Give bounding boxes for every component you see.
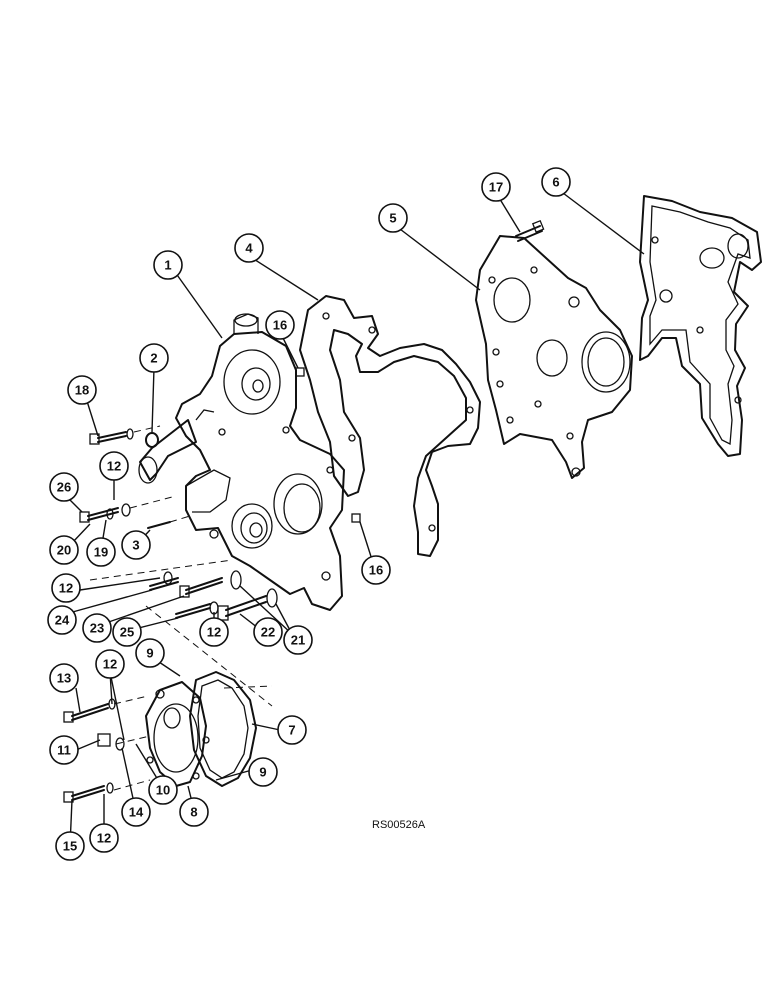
callout-17: 17	[481, 172, 511, 202]
svg-text:7: 7	[288, 723, 295, 738]
svg-text:22: 22	[261, 625, 275, 640]
svg-text:17: 17	[489, 180, 503, 195]
callout-8: 8	[179, 797, 209, 827]
callout-13: 13	[49, 663, 79, 693]
part-19-20-washers	[106, 503, 131, 520]
callout-26: 26	[49, 472, 79, 502]
svg-text:15: 15	[63, 839, 77, 854]
svg-text:23: 23	[90, 621, 104, 636]
assembly-line	[129, 495, 177, 509]
part-1-front-cover	[138, 313, 345, 611]
svg-text:9: 9	[259, 765, 266, 780]
callout-9-lower: 9	[248, 757, 278, 787]
svg-text:11: 11	[57, 743, 71, 758]
callout-16-lower: 16	[361, 555, 391, 585]
callout-3: 3	[121, 530, 151, 560]
callout-4: 4	[234, 233, 264, 263]
assembly-line	[223, 685, 273, 689]
callout-9-upper: 9	[135, 638, 165, 668]
svg-text:12: 12	[207, 625, 221, 640]
part-25-bolt	[175, 601, 219, 619]
callout-2: 2	[139, 343, 169, 373]
svg-text:16: 16	[369, 563, 383, 578]
svg-text:14: 14	[129, 805, 144, 820]
svg-text:21: 21	[291, 633, 305, 648]
callout-12-e: 12	[89, 823, 119, 853]
callout-1: 1	[153, 250, 183, 280]
part-15-bolt	[63, 782, 114, 803]
callout-14: 14	[121, 797, 151, 827]
svg-text:5: 5	[389, 211, 396, 226]
callout-25: 25	[112, 617, 142, 647]
part-23-bolt	[179, 570, 242, 598]
part-13-bolt	[63, 698, 116, 723]
callout-24: 24	[47, 605, 77, 635]
reference-code: RS00526A	[372, 819, 426, 831]
part-3-pin	[147, 515, 191, 529]
callout-20: 20	[49, 535, 79, 565]
part-24-bolt	[149, 571, 179, 591]
svg-text:12: 12	[97, 831, 111, 846]
callout-10: 10	[148, 775, 178, 805]
svg-text:12: 12	[103, 657, 117, 672]
assembly-line	[145, 605, 273, 707]
callout-12-a: 12	[99, 451, 129, 481]
svg-text:3: 3	[132, 538, 139, 553]
svg-text:12: 12	[59, 581, 73, 596]
part-7-gasket	[189, 671, 257, 787]
part-4-gasket	[299, 295, 481, 557]
assembly-line	[115, 735, 151, 745]
svg-text:24: 24	[55, 613, 70, 628]
callout-19: 19	[86, 537, 116, 567]
callout-5: 5	[378, 203, 408, 233]
callout-11: 11	[49, 735, 79, 765]
part-17-bolt	[515, 219, 545, 242]
callout-12-c: 12	[199, 617, 229, 647]
svg-text:2: 2	[150, 351, 157, 366]
svg-text:6: 6	[552, 175, 559, 190]
callout-22: 22	[253, 617, 283, 647]
callout-15: 15	[55, 831, 85, 861]
assembly-line	[133, 425, 161, 433]
part-16-nut-lower	[351, 513, 361, 523]
callout-21: 21	[283, 625, 313, 655]
leader-lines	[65, 189, 645, 847]
callout-16-upper: 16	[265, 310, 295, 340]
part-16-nut-upper	[295, 367, 305, 377]
svg-text:9: 9	[146, 646, 153, 661]
callout-6: 6	[541, 167, 571, 197]
svg-text:25: 25	[120, 625, 134, 640]
svg-text:18: 18	[75, 383, 89, 398]
svg-text:8: 8	[190, 805, 197, 820]
part-5-plate	[475, 235, 633, 479]
callout-12-d: 12	[95, 649, 125, 679]
assembly-line	[113, 695, 149, 705]
callout-23: 23	[82, 613, 112, 643]
part-2-seal	[145, 432, 159, 448]
svg-text:19: 19	[94, 545, 108, 560]
svg-text:13: 13	[57, 671, 71, 686]
svg-text:12: 12	[107, 459, 121, 474]
callout-7: 7	[277, 715, 307, 745]
assembly-line	[113, 779, 151, 791]
callout-12-b: 12	[51, 573, 81, 603]
part-6-gasket	[639, 195, 762, 457]
callout-18: 18	[67, 375, 97, 405]
svg-text:4: 4	[245, 241, 253, 256]
svg-text:26: 26	[57, 480, 71, 495]
svg-text:16: 16	[273, 318, 287, 333]
svg-text:20: 20	[57, 543, 71, 558]
part-11-nut	[97, 733, 111, 747]
part-18-bolt	[89, 428, 134, 445]
svg-text:10: 10	[156, 783, 170, 798]
assembly-line	[89, 559, 233, 581]
svg-text:1: 1	[164, 258, 171, 273]
